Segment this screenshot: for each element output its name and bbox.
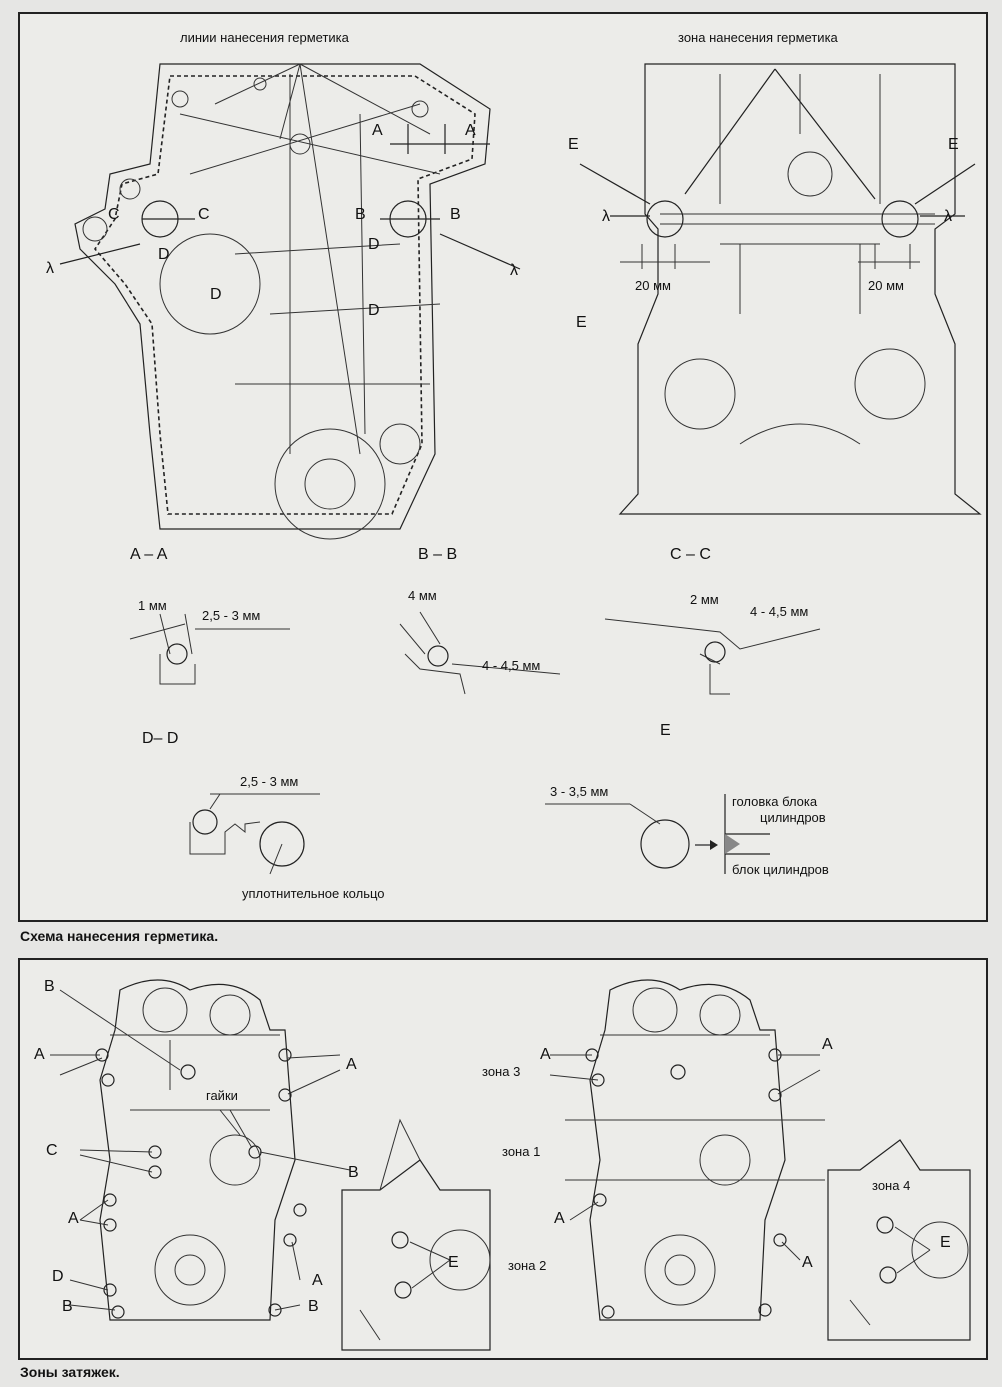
label-b-right: B bbox=[450, 206, 461, 223]
section-aa-dim2: 2,5 - 3 мм bbox=[202, 608, 261, 623]
tr-label-a-left: A bbox=[540, 1046, 551, 1063]
label-lambda-e-left: λ bbox=[602, 208, 610, 225]
cylinder-head-label: головка блока bbox=[732, 794, 818, 809]
label-e-mid: E bbox=[576, 314, 587, 331]
tl-label-a-left: A bbox=[34, 1046, 45, 1063]
inset-right-drawing bbox=[827, 1139, 971, 1341]
sealant-scheme-panel: линии нанесения герметика зона нанесения… bbox=[18, 12, 988, 922]
tightening-zones-panel: B A A гайки C B A D A B B E зона 3 зона … bbox=[18, 958, 988, 1360]
label-a-right: A bbox=[465, 122, 476, 139]
sealant-lines-title: линии нанесения герметика bbox=[180, 30, 349, 45]
section-bb-dim1: 4 мм bbox=[408, 588, 437, 603]
dim-20mm-right: 20 мм bbox=[868, 278, 904, 293]
label-lambda-right: λ bbox=[510, 262, 518, 279]
tightening-drawings bbox=[50, 979, 971, 1351]
tr-label-e-inset: E bbox=[940, 1234, 951, 1251]
section-cc-dim2: 4 - 4,5 мм bbox=[750, 604, 809, 619]
label-d-3: D bbox=[368, 236, 380, 253]
label-d-1: D bbox=[158, 246, 170, 263]
label-lambda-e-right: λ bbox=[944, 208, 952, 225]
section-aa-drawing bbox=[129, 613, 290, 685]
tr-label-a-low: A bbox=[802, 1254, 813, 1271]
label-e-right: E bbox=[948, 136, 959, 153]
label-d-2: D bbox=[210, 286, 222, 303]
section-dd-dim1: 2,5 - 3 мм bbox=[240, 774, 299, 789]
section-e-dim1: 3 - 3,5 мм bbox=[550, 784, 609, 799]
section-aa-dim1: 1 мм bbox=[138, 598, 167, 613]
tl-label-a-low: A bbox=[312, 1272, 323, 1289]
section-cc-title: C – C bbox=[670, 546, 711, 563]
tl-label-e-inset: E bbox=[448, 1254, 459, 1271]
zone-2-label: зона 2 bbox=[508, 1258, 547, 1273]
tl-label-a-mid: A bbox=[68, 1210, 79, 1227]
section-bb-drawing bbox=[399, 611, 561, 695]
sealant-drawings bbox=[59, 63, 982, 875]
section-dd-title: D– D bbox=[142, 730, 179, 747]
section-aa-title: A – A bbox=[130, 546, 168, 563]
section-e-bead-drawing bbox=[545, 794, 770, 874]
tl-label-b-mid: B bbox=[348, 1164, 359, 1181]
inset-left-drawing bbox=[341, 1118, 491, 1351]
tl-label-b-low-left: B bbox=[62, 1298, 73, 1315]
engine-front-left-drawing bbox=[50, 979, 351, 1321]
zone-4-label: зона 4 bbox=[872, 1178, 911, 1193]
sealant-caption: Схема нанесения герметика. bbox=[20, 928, 219, 944]
nuts-label: гайки bbox=[206, 1088, 238, 1103]
section-bb-dim2: 4 - 4,5 мм bbox=[482, 658, 541, 673]
tl-label-b-top: B bbox=[44, 978, 55, 995]
engine-front-right-drawing bbox=[549, 979, 825, 1321]
tl-label-d: D bbox=[52, 1268, 64, 1285]
section-dd-drawing bbox=[189, 793, 320, 875]
tl-label-a-right: A bbox=[346, 1056, 357, 1073]
tl-label-b-low-right: B bbox=[308, 1298, 319, 1315]
cylinder-block-drawing bbox=[579, 63, 982, 515]
section-cc-dim1: 2 мм bbox=[690, 592, 719, 607]
tightening-caption: Зоны затяжек. bbox=[20, 1364, 120, 1380]
tr-label-a-right: A bbox=[822, 1036, 833, 1053]
section-bb-title: B – B bbox=[418, 546, 458, 563]
dim-20mm-left: 20 мм bbox=[635, 278, 671, 293]
label-c-right: C bbox=[198, 206, 210, 223]
label-lambda-left: λ bbox=[46, 260, 54, 277]
sealant-zone-title: зона нанесения герметика bbox=[678, 30, 838, 45]
zone-1-label: зона 1 bbox=[502, 1144, 541, 1159]
section-e-title: E bbox=[660, 722, 671, 739]
label-e-left: E bbox=[568, 136, 579, 153]
timing-cover-front-drawing bbox=[59, 63, 521, 540]
label-c-left: C bbox=[108, 206, 120, 223]
section-e-drawing bbox=[604, 618, 821, 695]
tl-label-c: C bbox=[46, 1142, 58, 1159]
label-b-left: B bbox=[355, 206, 366, 223]
cylinder-block-label: блок цилиндров bbox=[732, 862, 829, 877]
tr-label-a-mid: A bbox=[554, 1210, 565, 1227]
cylinder-head-label-2: цилиндров bbox=[760, 810, 826, 825]
label-d-4: D bbox=[368, 302, 380, 319]
zone-3-label: зона 3 bbox=[482, 1064, 521, 1079]
label-a-left: A bbox=[372, 122, 383, 139]
o-ring-label: уплотнительное кольцо bbox=[242, 886, 385, 901]
